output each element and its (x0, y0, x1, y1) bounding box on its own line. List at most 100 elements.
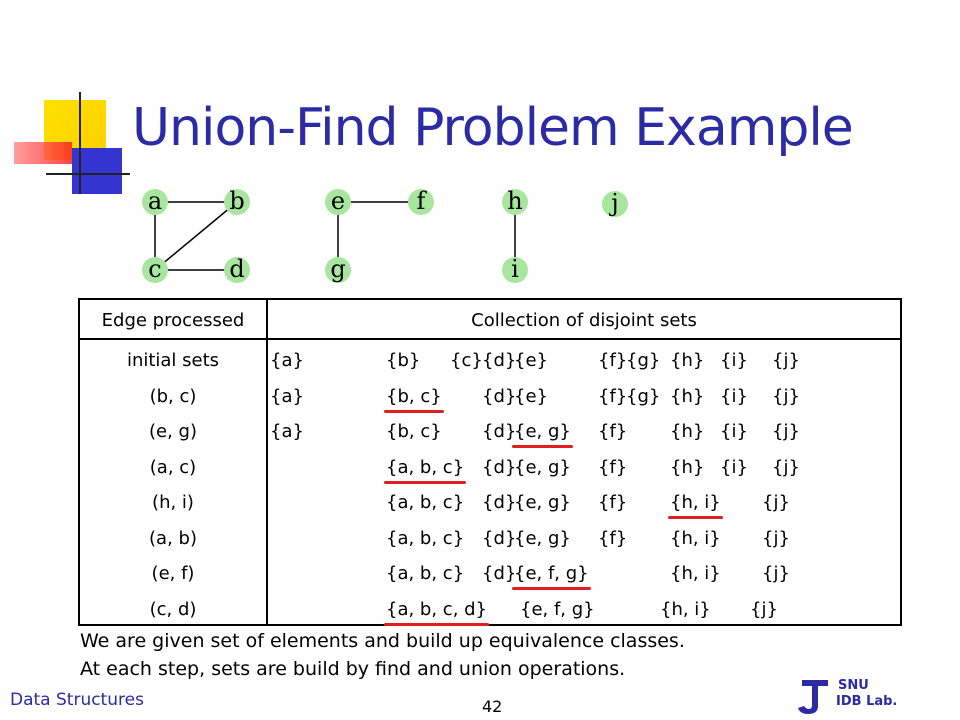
set-cell: {j} (772, 421, 800, 442)
edge-processed-cell: (e, f) (151, 563, 195, 584)
header-collection-of-sets: Collection of disjoint sets (471, 310, 697, 331)
set-cell: {d} (482, 492, 517, 513)
set-cell: {d} (482, 563, 517, 584)
slide-title: Union-Find Problem Example (132, 98, 854, 158)
graph-node-d: d (224, 257, 250, 283)
set-cell: {a} (270, 350, 304, 371)
set-cell: {j} (762, 563, 790, 584)
edge-processed-cell: (c, d) (149, 598, 197, 620)
new-set-underline (384, 409, 444, 413)
set-cell: {j} (772, 456, 800, 478)
set-cell: {h} (670, 385, 705, 407)
disjoint-sets-table: Edge processed Collection of disjoint se… (78, 298, 902, 626)
graph-node-a: a (142, 189, 168, 215)
graph-node-g: g (325, 257, 351, 283)
set-cell: {g} (626, 385, 661, 407)
set-cell: {i} (720, 350, 748, 371)
set-cell: {e} (514, 385, 548, 407)
set-cell: {j} (772, 385, 800, 407)
graph-node-c: c (142, 257, 168, 283)
table-row: (e, f) {a, b, c} {d}{e, f, g} {h, i} {j} (80, 563, 900, 593)
table-row: (a, b){a, b, c}{d}{e, g}{f}{h, i}{j} (80, 528, 900, 558)
set-cell: {e, g} (514, 527, 571, 549)
graph-node-h: h (502, 189, 528, 215)
page-number: 42 (482, 697, 503, 716)
set-cell: {f} (598, 527, 628, 549)
set-cell: {e, f, g} (514, 563, 589, 584)
set-cell: {i} (720, 456, 748, 478)
set-cell: {e, g} (514, 492, 571, 513)
table-row: (b, c){a}{b, c}{d}{e}{f}{g}{h}{i}{j} (80, 386, 900, 416)
graph-node-i: i (502, 257, 528, 283)
set-cell: {b, c} (386, 385, 442, 407)
corner-decoration (14, 92, 130, 194)
table-header-divider (80, 338, 900, 340)
edge-processed-cell: (b, c) (149, 385, 197, 407)
set-cell: {d} (482, 456, 517, 478)
edge-processed-cell: (e, g) (149, 421, 197, 442)
graph-node-f: f (408, 189, 434, 215)
set-cell: {h, i} (660, 598, 711, 620)
set-cell: {d} (482, 350, 517, 371)
table-row: (h, i){a, b, c}{d}{e, g}{f}{h, i}{j} (80, 492, 900, 522)
set-cell: {c} (450, 350, 483, 371)
set-cell: {j} (762, 527, 790, 549)
logo-line-2: IDB Lab. (836, 694, 898, 709)
set-cell: {g} (626, 350, 661, 371)
set-cell: {h} (670, 456, 705, 478)
snu-logo-icon (798, 680, 828, 714)
set-cell: {a, b, c} (386, 563, 465, 584)
table-row: (e, g) {a} {b, c} {d}{e, g} {f} {h} {i} {j} (80, 421, 900, 451)
set-cell: {i} (720, 421, 748, 442)
edge-processed-cell: (a, c) (149, 456, 197, 478)
set-cell: {a, b, c} (386, 492, 465, 513)
set-cell: {j} (750, 598, 778, 620)
set-cell: {d} (482, 385, 517, 407)
set-cell: {h} (670, 421, 705, 442)
edge-processed-cell: (h, i) (152, 492, 194, 513)
header-edge-processed: Edge processed (101, 310, 245, 331)
footer-course-name: Data Structures (10, 690, 144, 710)
set-cell: {b} (386, 350, 421, 371)
new-set-underline (512, 587, 591, 590)
set-cell: {f} (598, 350, 628, 371)
set-cell: {f} (598, 456, 628, 478)
edge-processed-cell: initial sets (126, 350, 220, 371)
table-column-divider (266, 300, 268, 624)
set-cell: {i} (720, 385, 748, 407)
set-cell: {h, i} (670, 563, 721, 584)
set-cell: {h} (670, 350, 705, 371)
set-cell: {e, g} (514, 421, 571, 442)
note-line-2: At each step, sets are build by find and… (80, 658, 626, 680)
set-cell: {e} (514, 350, 548, 371)
set-cell: {j} (772, 350, 800, 371)
set-cell: {a, b, c} (386, 456, 465, 478)
table-row: (a, c) {a, b, c} {d}{e, g} {f} {h} {i} {j} (80, 457, 900, 487)
new-set-underline (384, 480, 466, 484)
graph-node-j: j (602, 191, 628, 217)
set-cell: {f} (598, 492, 628, 513)
set-cell: {e, f, g} (520, 598, 595, 620)
set-cell: {h, i} (670, 527, 721, 549)
set-cell: {d} (482, 421, 517, 442)
logo-line-1: SNU (838, 678, 869, 693)
edge-processed-cell: (a, b) (149, 527, 197, 549)
graph-diagram (154, 201, 516, 271)
note-line-1: We are given set of elements and build u… (80, 630, 685, 652)
graph-node-b: b (224, 189, 250, 215)
new-set-underline (512, 445, 573, 448)
new-set-underline (384, 622, 489, 626)
graph-edge-b-c (154, 201, 238, 271)
set-cell: {b, c} (386, 421, 442, 442)
set-cell: {a, b, c, d} (386, 598, 488, 620)
new-set-underline (668, 516, 723, 519)
set-cell: {e, g} (514, 456, 571, 478)
set-cell: {a} (270, 421, 304, 442)
table-row: initial sets {a} {b} {c}{d}{e} {f}{g} {h} {i} {… (80, 350, 900, 380)
set-cell: {d} (482, 527, 517, 549)
set-cell: {h, i} (670, 492, 721, 513)
graph-node-e: e (325, 189, 351, 215)
logo-text: SNU IDB Lab. (836, 678, 897, 710)
table-row: (c, d) {a, b, c, d} {e, f, g} {h, i} {j} (80, 599, 900, 629)
set-cell: {f} (598, 421, 628, 442)
